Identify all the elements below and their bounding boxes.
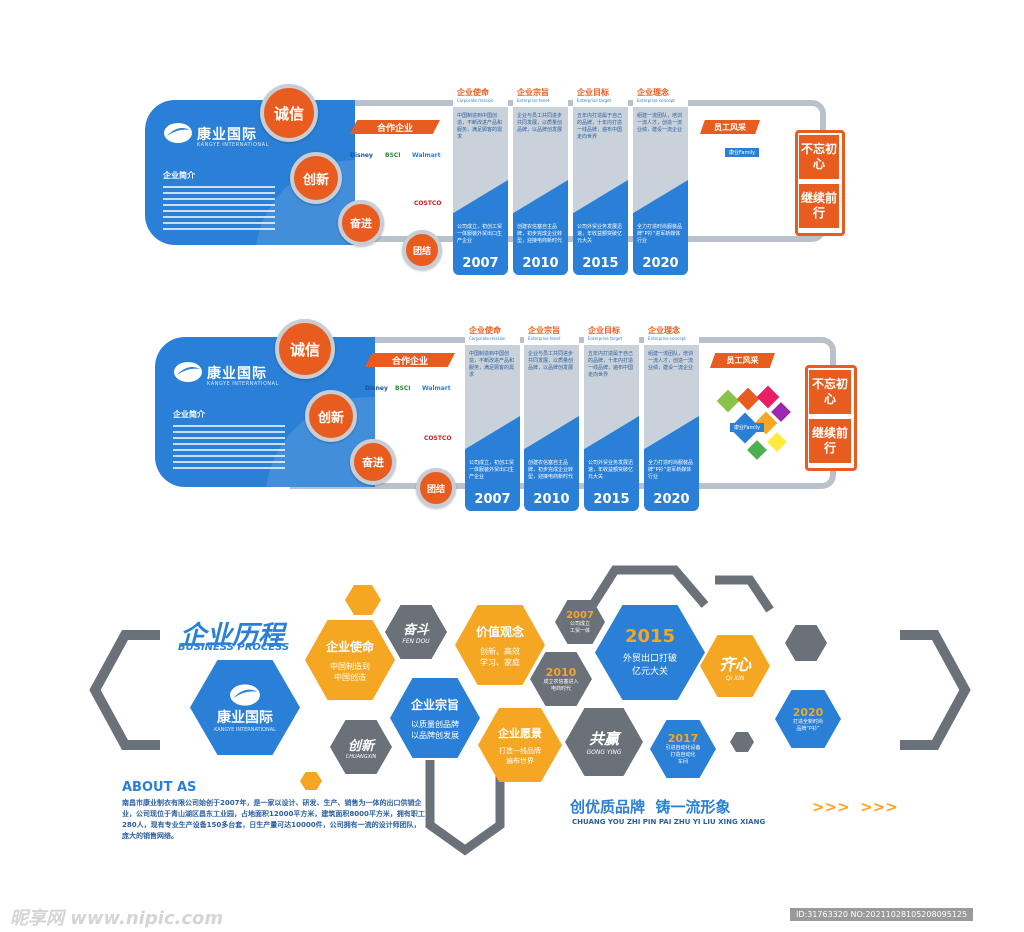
hex-2017: 2017 引进自动化设备 打造自动化 车间 <box>650 720 716 778</box>
business-process-wall: 企业历程 BUSINESS PROCESS 康业国际 KANGYE INTERN… <box>0 560 1024 880</box>
about-title: ABOUT AS <box>122 780 197 795</box>
slogan-box: 不忘初心 <box>799 135 839 179</box>
brand-name-en: KANGYE INTERNATIONAL <box>207 381 279 387</box>
partner-logo: BSCI <box>395 385 411 392</box>
partner-tag: 合作企业 <box>365 353 455 367</box>
brand-name: 康业国际 <box>197 127 257 143</box>
value-circle: 团结 <box>402 230 442 270</box>
partner-logo: Walmart <box>412 152 441 159</box>
logo-icon <box>174 362 202 382</box>
brand-name: 康业国际 <box>207 366 267 382</box>
arrows-icon: >>> >>> <box>812 798 898 816</box>
hex-fendou: 奋斗 FEN DOU <box>385 605 447 659</box>
logo-icon <box>164 123 192 143</box>
deco-hex <box>785 625 827 661</box>
partner-logo: Disney <box>365 385 388 392</box>
slogan-box: 继续前行 <box>799 184 839 228</box>
value-circle: 奋进 <box>338 200 384 246</box>
partner-logo: BSCI <box>385 152 401 159</box>
deco-hex <box>300 772 322 790</box>
process-title-en: BUSINESS PROCESS <box>178 642 290 653</box>
partner-tag: 合作企业 <box>350 120 440 134</box>
intro-title: 企业简介 <box>163 171 195 180</box>
intro-title: 企业简介 <box>173 410 205 419</box>
slogan-box: 继续前行 <box>809 419 851 463</box>
value-circle: 诚信 <box>275 319 335 379</box>
watermark-id: ID:31763320 NO:20211028105208095125 <box>790 908 974 921</box>
family-label: 康业Family <box>725 148 760 157</box>
hex-chuangxin: 创新 CHUANGXIN <box>330 720 392 774</box>
value-circle: 团结 <box>416 468 456 508</box>
staff-tag: 员工风采 <box>700 120 760 134</box>
brand-name-en: KANGYE INTERNATIONAL <box>214 726 276 733</box>
hex-qixin: 齐心 QI XIN <box>700 635 770 697</box>
value-circle: 创新 <box>305 390 357 442</box>
logo-icon <box>230 683 260 706</box>
slogan-en: CHUANG YOU ZHI PIN PAI ZHU YI LIU XING X… <box>572 818 766 826</box>
intro-text-lines <box>173 425 285 473</box>
wall-design-2: 康业国际 KANGYE INTERNATIONAL 企业简介 诚信 创新 奋进 … <box>150 315 857 515</box>
family-label: 康业Family <box>730 423 765 432</box>
staff-tag: 员工风采 <box>710 353 775 368</box>
partner-logo: Walmart <box>422 385 451 392</box>
deco-hex <box>730 732 754 752</box>
about-text: 南昌市康业制衣有限公司始创于2007年，是一家以设计、研发、生产、销售为一体的出… <box>122 799 425 840</box>
partner-logo: COSTCO <box>414 200 442 207</box>
slogan-box: 不忘初心 <box>809 370 851 414</box>
watermark-site: 昵享网 www.nipic.com <box>10 908 224 929</box>
wall-design-1: 康业国际 KANGYE INTERNATIONAL 企业简介 诚信 创新 奋进 … <box>140 80 845 280</box>
partner-logo: COSTCO <box>424 435 452 442</box>
value-circle: 创新 <box>290 152 342 204</box>
intro-text-lines <box>163 186 275 234</box>
brand-name-en: KANGYE INTERNATIONAL <box>197 142 269 148</box>
deco-hex <box>345 585 381 615</box>
value-circle: 诚信 <box>260 84 318 142</box>
slogan: 创优质品牌 铸一流形象 <box>570 798 731 816</box>
brand-name: 康业国际 <box>217 709 273 726</box>
process-title: 企业历程 <box>180 621 285 651</box>
frame-outline <box>89 565 971 856</box>
intro-panel: 康业国际 KANGYE INTERNATIONAL 企业简介 <box>155 337 375 487</box>
partner-logo: Disney <box>350 152 373 159</box>
hex-2020: 2020 打造全新时尚 品牌“P衫” <box>775 690 841 748</box>
value-circle: 奋进 <box>350 439 396 485</box>
